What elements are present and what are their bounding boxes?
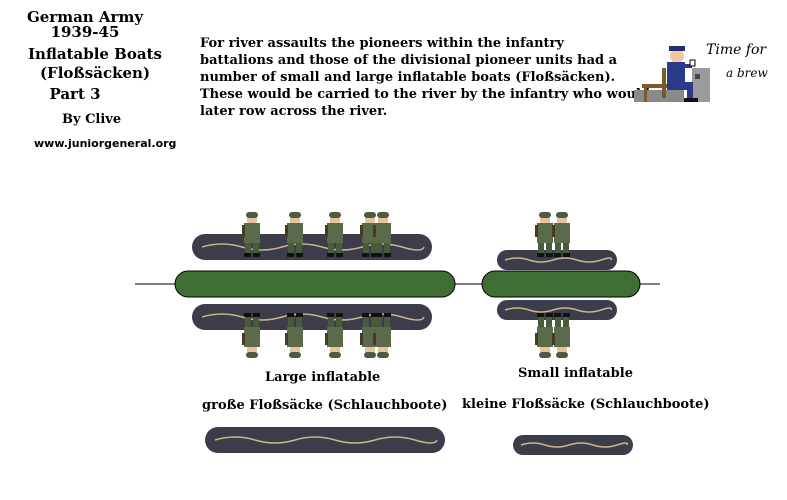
description-line: battalions and those of the divisional p… <box>200 53 618 68</box>
brew-caption-1: Time for <box>706 42 767 58</box>
soldier-drinking-tea-icon <box>634 46 710 102</box>
large-boat-bottom <box>191 303 433 331</box>
spare-large-boat <box>204 426 446 454</box>
title-line-5: Part 3 <box>49 85 101 103</box>
large-base <box>174 270 456 298</box>
site-url[interactable]: www.juniorgeneral.org <box>34 137 177 150</box>
title-line-3: Inflatable Boats <box>28 45 162 63</box>
description: For river assaults the pioneers within t… <box>200 35 650 120</box>
small-inflatable-german-label: kleine Floßsäcke (Schlauchboote) <box>462 397 710 412</box>
description-line: For river assaults the pioneers within t… <box>200 36 564 51</box>
brew-cartoon: Time for a brew <box>632 38 777 110</box>
title-line-1: German Army <box>26 8 144 26</box>
spare-small-boat <box>512 434 634 456</box>
title-line-2: 1939-45 <box>50 23 120 41</box>
large-inflatable-label: Large inflatable <box>265 370 381 385</box>
description-line: These would be carried to the river by t… <box>200 87 650 102</box>
description-line: number of small and large inflatable boa… <box>200 70 616 85</box>
small-inflatable-label: Small inflatable <box>518 366 633 381</box>
byline: By Clive <box>62 112 122 127</box>
description-line: later row across the river. <box>200 104 388 119</box>
brew-caption-2: a brew <box>726 66 768 80</box>
large-inflatable-german-label: große Floßsäcke (Schlauchboote) <box>202 398 448 413</box>
title-line-4: (Floßsäcken) <box>39 64 151 82</box>
small-base <box>481 270 641 298</box>
large-boat-top <box>191 233 433 261</box>
